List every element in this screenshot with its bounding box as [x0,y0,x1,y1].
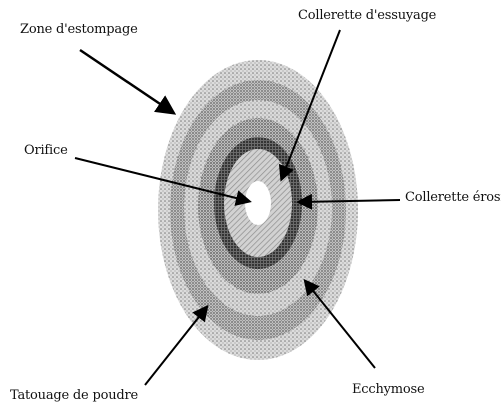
label-tatouage-poudre: Tatouage de poudre [10,388,138,403]
arrow-tatouage-poudre [145,308,206,385]
label-collerette-essuyage: Collerette d'essuyage [298,8,436,23]
label-zone-destompage: Zone d'estompage [20,22,138,37]
arrow-zone-destompage [80,50,172,112]
label-collerette-erosive: Collerette érosive [405,190,501,205]
label-orifice: Orifice [24,143,68,158]
orifice-hole [245,181,271,225]
label-ecchymose: Ecchymose [352,382,425,397]
